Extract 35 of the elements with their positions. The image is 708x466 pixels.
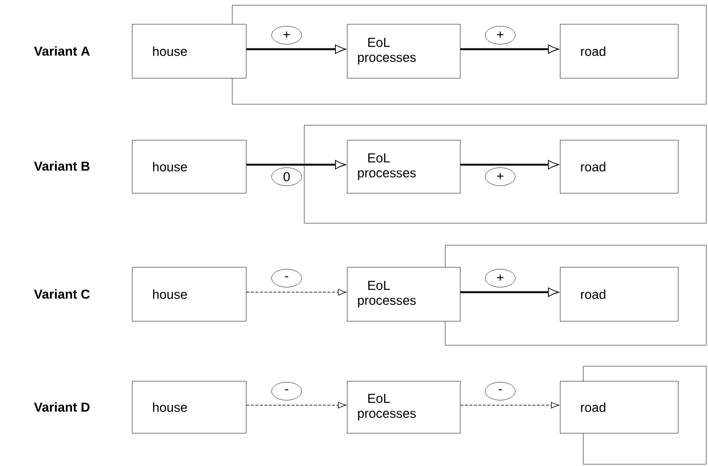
row-label: Variant C [34, 289, 90, 299]
edge-label: 0 [271, 168, 302, 186]
boundary-box [232, 5, 706, 104]
arrow [246, 160, 346, 170]
process-box: road [560, 24, 678, 78]
edge-label: + [485, 26, 516, 44]
boundary-box [445, 245, 706, 346]
edge-label: - [271, 269, 302, 288]
edge-label: + [485, 269, 516, 288]
edge-label: + [271, 26, 302, 44]
arrow [460, 44, 559, 54]
process-box: EoL processes [347, 140, 460, 194]
process-box: EoL processes [347, 24, 460, 78]
process-box: EoL processes [347, 381, 460, 434]
arrow [246, 44, 346, 54]
edge-label: - [271, 382, 302, 400]
edge-label: + [485, 168, 516, 186]
row-label: Variant D [34, 402, 90, 412]
arrow [246, 288, 346, 296]
process-box: house [132, 267, 246, 322]
process-box: road [560, 381, 678, 434]
arrow [460, 288, 559, 297]
arrow [246, 402, 346, 408]
row-label: Variant A [34, 46, 90, 56]
process-box: EoL processes [347, 267, 460, 322]
process-box: house [132, 24, 246, 78]
process-box: road [560, 267, 678, 322]
process-box: road [560, 140, 678, 194]
boundary-box [304, 125, 706, 224]
edge-label: - [485, 382, 516, 400]
arrow [460, 160, 559, 170]
arrow [460, 402, 560, 408]
row-label: Variant B [34, 161, 90, 171]
process-box: house [132, 140, 246, 194]
process-box: house [132, 381, 246, 434]
